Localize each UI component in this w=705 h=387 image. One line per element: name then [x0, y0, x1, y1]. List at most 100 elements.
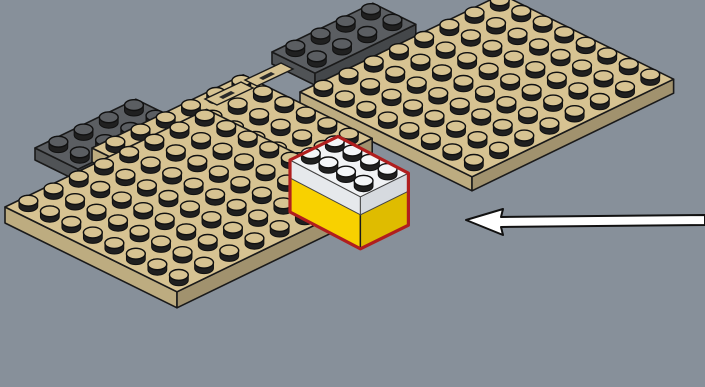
- tan-plate-front-stud: [19, 195, 38, 211]
- tan-plate-back-stud: [504, 51, 523, 67]
- tan-plate-front-stud: [83, 227, 102, 243]
- tan-plate-back-stud: [314, 80, 333, 96]
- tan-plate-back-stud: [515, 130, 534, 146]
- tan-plate-back-stud: [464, 154, 483, 170]
- tan-plate-back-stud: [508, 28, 527, 44]
- dark-plate-top-stud: [333, 39, 352, 55]
- tan-plate-back-stud: [335, 91, 354, 107]
- tan-plate-front-stud: [130, 226, 149, 242]
- tan-plate-back-stud: [429, 88, 448, 104]
- tan-plate-back-stud: [544, 95, 563, 111]
- tan-plate-back-stud: [493, 119, 512, 135]
- tan-plate-back-stud: [547, 72, 566, 88]
- tan-plate-front-stud: [249, 210, 268, 226]
- tan-plate-front-stud: [105, 238, 124, 254]
- tan-plate-front-stud: [260, 142, 279, 158]
- tan-plate-back-stud: [490, 0, 509, 11]
- tan-plate-back-stud: [551, 50, 570, 66]
- tan-plate-back-stud: [590, 94, 609, 110]
- tan-plate-front-stud: [40, 206, 59, 222]
- dark-plate-left-stud: [70, 147, 89, 163]
- dark-plate-left-stud: [125, 100, 144, 116]
- dark-plate-top-stud: [383, 14, 402, 30]
- tan-plate-front-stud: [209, 166, 228, 182]
- tan-plate-front-stud: [163, 168, 182, 184]
- tan-plate-back-stud: [425, 111, 444, 127]
- tan-plate-front-stud: [112, 192, 131, 208]
- tan-plate-front-stud: [188, 156, 207, 172]
- tan-plate-back-stud: [526, 62, 545, 78]
- tan-plate-middle-stud: [275, 97, 294, 113]
- arrow-left-icon: [466, 209, 705, 235]
- tan-plate-middle-stud: [228, 98, 247, 114]
- tan-plate-back-stud: [407, 77, 426, 93]
- brick-stud: [337, 166, 356, 182]
- tan-plate-front-stud: [152, 236, 171, 252]
- tan-plate-back-stud: [382, 89, 401, 105]
- tan-plate-back-stud: [594, 71, 613, 87]
- tan-plate-back-stud: [465, 7, 484, 23]
- tan-plate-back-stud: [565, 106, 584, 122]
- tan-plate-front-stud: [170, 122, 189, 138]
- tan-plate-back-stud: [540, 118, 559, 134]
- tan-plate-middle-stud: [296, 107, 315, 123]
- dark-plate-top-stud: [362, 4, 381, 20]
- tan-plate-back-stud: [461, 30, 480, 46]
- brick-stud: [319, 157, 338, 173]
- tan-plate-back-stud: [447, 121, 466, 137]
- tan-plate-back-stud: [641, 69, 660, 85]
- tan-plate-front-stud: [134, 203, 153, 219]
- tan-plate-front-stud: [217, 121, 236, 137]
- tan-plate-back-stud: [436, 42, 455, 58]
- tan-plate-back-stud: [479, 63, 498, 79]
- tan-plate-back-stud: [450, 98, 469, 114]
- tan-plate-front-stud: [235, 154, 254, 170]
- tan-plate-front-stud: [206, 189, 225, 205]
- tan-plate-middle-stud: [271, 119, 290, 135]
- tan-plate-back-stud: [512, 5, 531, 21]
- tan-plate-back-stud: [415, 32, 434, 48]
- tan-plate-back-stud: [361, 79, 380, 95]
- tan-plate-back-stud: [619, 58, 638, 74]
- tan-plate-back-stud: [400, 123, 419, 139]
- tan-plate-front-stud: [69, 171, 88, 187]
- callout-arrow: [466, 209, 705, 235]
- tan-plate-front-stud: [198, 235, 217, 251]
- tan-plate-front-stud: [169, 270, 188, 286]
- tile-2: [245, 63, 293, 86]
- tan-plate-back-stud: [483, 41, 502, 57]
- tan-plate-front-stud: [224, 222, 243, 238]
- tan-plate-front-stud: [166, 145, 185, 161]
- tan-plate-back-stud: [440, 19, 459, 35]
- tan-plate-back-stud: [533, 16, 552, 32]
- tan-plate-back-stud: [433, 65, 452, 81]
- tan-plate-middle-stud: [293, 130, 312, 146]
- tan-plate-back-stud: [522, 85, 541, 101]
- tan-plate-back-stud: [443, 144, 462, 160]
- tan-plate-front-stud: [252, 187, 271, 203]
- tan-plate-front-stud: [95, 159, 114, 175]
- tan-plate-front-stud: [181, 201, 200, 217]
- tan-plate-front-stud: [173, 247, 192, 263]
- dark-plate-top-stud: [286, 40, 305, 56]
- tan-plate-back-stud: [497, 97, 516, 113]
- tan-plate-back-stud: [569, 83, 588, 99]
- tan-plate-back-stud: [573, 60, 592, 76]
- dark-plate-top-stud: [336, 16, 355, 32]
- tan-plate-back-stud: [458, 53, 477, 69]
- tan-plate-back-stud: [476, 86, 495, 102]
- tan-plate-back-stud: [530, 39, 549, 55]
- tan-plate-front-stud: [120, 147, 139, 163]
- tan-plate-front-stud: [62, 217, 81, 233]
- tan-plate-front-stud: [44, 183, 63, 199]
- tan-plate-middle-stud: [250, 109, 269, 125]
- tan-plate-front-stud: [245, 233, 264, 249]
- dark-plate-left-stud: [99, 112, 118, 128]
- tan-plate-front-stud: [148, 259, 167, 275]
- tan-plate-back-stud: [501, 74, 520, 90]
- tan-plate-back-stud: [616, 81, 635, 97]
- tan-plate-back-stud: [472, 109, 491, 125]
- dark-plate-left-stud: [74, 124, 93, 140]
